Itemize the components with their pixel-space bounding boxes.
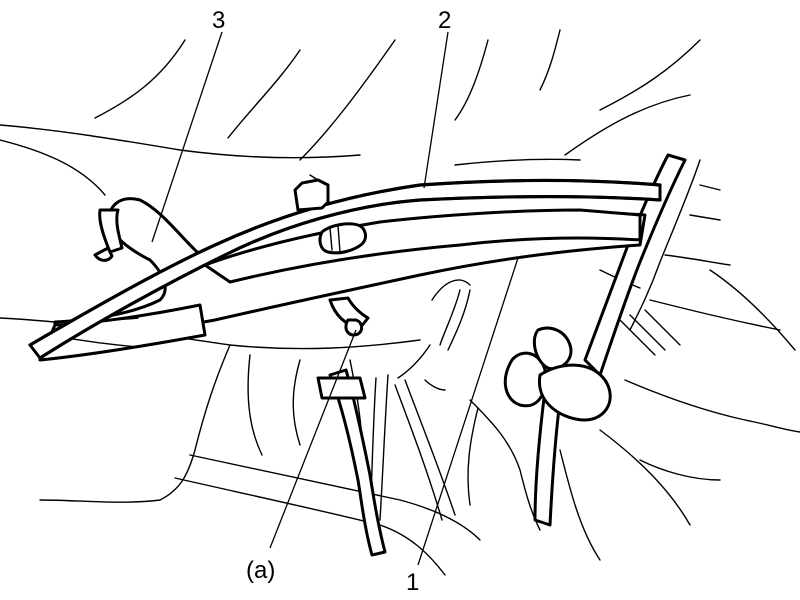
callout-2: 2 [438,7,451,34]
callout-a: (a) [246,557,275,584]
leader-line-1 [417,257,519,566]
clamps [93,174,370,337]
leader-lines [151,31,519,566]
right-connector [503,326,612,422]
callout-3: 3 [212,7,225,34]
leader-line-2 [423,31,449,189]
mid-hoses [316,368,387,557]
leader-line-a [269,329,357,549]
callout-1: 1 [406,569,419,596]
leader-line-3 [151,31,223,243]
